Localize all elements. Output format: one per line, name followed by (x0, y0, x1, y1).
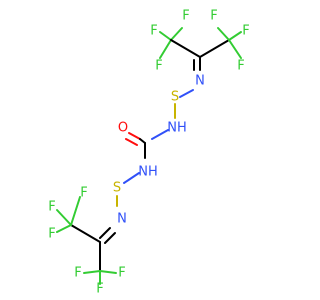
bond-cf-bottom-a2 (56, 209, 72, 226)
bond-nh-c-top (151, 129, 169, 140)
bond-cn-double-bottom-a (99, 227, 111, 239)
bond-cf-bottom-a3 (56, 224, 72, 233)
fluorine-atom-b6: F (118, 266, 125, 281)
bond-cc-top-right (199, 39, 230, 58)
sulfur-atom-top: S (171, 90, 179, 105)
fluorine-atom-b2: F (48, 200, 55, 215)
bond-cf-top-right-1 (217, 27, 230, 41)
bond-cf-top-left-3 (170, 27, 183, 41)
bond-cc-top-left (170, 39, 201, 58)
fluorine-atom-b1: F (80, 186, 87, 201)
bond-cf-bottom-b1 (83, 270, 101, 274)
fluorine-atom-t4: F (210, 9, 217, 24)
oxygen-atom: O (118, 121, 128, 136)
bond-cf-bottom-a1 (70, 196, 81, 226)
bond-cc-bottom-left (70, 224, 101, 243)
fluorine-atom-t5: F (242, 24, 249, 39)
nh-atom-top: NH (167, 121, 187, 136)
bond-cf-top-right-3 (228, 39, 242, 59)
nitrogen-atom-bottom: N (117, 212, 127, 227)
bond-cf-bottom-b3 (99, 270, 117, 274)
fluorine-atom-b4: F (74, 266, 81, 281)
fluorine-atom-b5: F (96, 282, 103, 297)
molecule-structure: F F F F F F N S NH O NH S N F F F F F F (0, 0, 300, 300)
fluorine-atom-t1: F (150, 24, 157, 39)
bond-cn-double-bottom-b (104, 232, 116, 244)
nh-atom-bottom: NH (138, 165, 158, 180)
canvas-background (0, 0, 300, 300)
fluorine-atom-b3: F (48, 227, 55, 242)
sulfur-atom-bottom: S (113, 181, 121, 196)
fluorine-atom-t3: F (155, 59, 162, 74)
bond-cf-top-left-2 (159, 39, 172, 59)
bond-co-double-b (125, 138, 138, 146)
fluorine-atom-t2: F (182, 9, 189, 24)
nitrogen-atom-top: N (195, 74, 205, 89)
bond-ns-top (179, 89, 194, 98)
bond-cf-top-left-1 (159, 31, 172, 41)
bond-nh-s-bottom (123, 172, 140, 184)
bond-co-carbon-end-a (139, 138, 146, 144)
fluorine-atom-t6: F (237, 59, 244, 74)
bond-cf-top-right-2 (228, 31, 242, 41)
bond-co-double-a (128, 132, 141, 140)
